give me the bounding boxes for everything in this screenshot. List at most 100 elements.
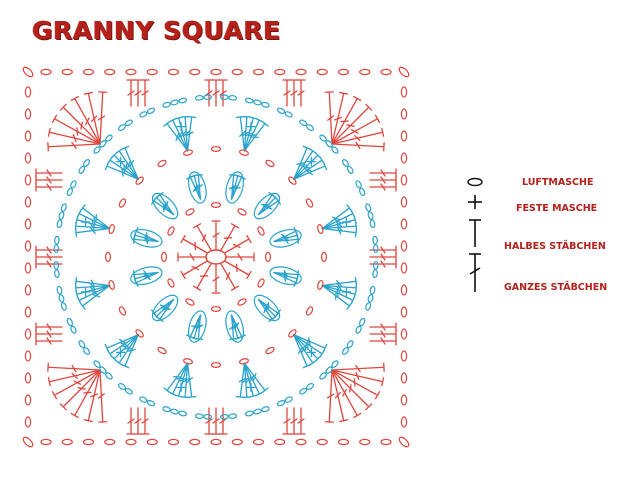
chain-stitch — [288, 176, 297, 185]
chain-stitch — [170, 99, 179, 106]
chain-stitch — [40, 68, 52, 76]
chain-stitch — [53, 244, 60, 254]
chain-stitch — [24, 152, 32, 164]
chain-stitch — [56, 285, 63, 295]
petal — [151, 192, 179, 220]
chain-stitch — [400, 394, 408, 406]
chain-stitch — [178, 97, 188, 104]
magic-ring — [205, 249, 227, 265]
chain-stitch — [167, 438, 180, 446]
chain-stitch — [210, 68, 222, 76]
legend-label-double: GANZES STÄBCHEN — [504, 282, 608, 293]
chain-stitch — [237, 298, 247, 306]
chain-stitch — [189, 68, 201, 76]
chain-stitch — [257, 226, 265, 236]
chain-stitch — [372, 260, 379, 270]
chain-stitch — [189, 438, 201, 446]
chain-stitch — [359, 317, 366, 327]
chain-stitch — [238, 149, 249, 156]
single-crochet-icon — [468, 195, 482, 209]
chain-stitch — [99, 366, 107, 374]
chain-stitch — [261, 406, 270, 413]
chain-stitch — [146, 68, 158, 76]
chain-stitch — [118, 198, 127, 208]
chain-stitch — [83, 347, 91, 355]
chain-stitch — [24, 196, 32, 208]
chain-stitch — [400, 262, 408, 274]
petal — [130, 228, 163, 248]
chain-stitch — [400, 174, 408, 186]
chain-stitch — [118, 382, 126, 390]
chain-stitch — [24, 394, 32, 406]
petal — [187, 171, 207, 204]
chain-stitch — [178, 410, 188, 417]
chain-stitch — [398, 436, 410, 448]
chain-stitch — [400, 130, 408, 142]
chain-stitch — [210, 361, 222, 368]
chain-stitch — [24, 262, 32, 274]
chain-stitch — [83, 159, 91, 167]
chain-stitch — [238, 358, 249, 365]
chain-stitch — [66, 187, 73, 197]
chain-stitch — [203, 413, 213, 420]
petal — [225, 310, 245, 343]
chain-stitch — [257, 278, 265, 288]
chain-stitch — [162, 406, 171, 413]
chain-stitch — [185, 208, 195, 216]
chain-stitch — [369, 219, 376, 229]
chain-stitch — [400, 108, 408, 120]
petal — [151, 294, 179, 322]
chain-stitch — [24, 284, 32, 296]
chain-stitch — [210, 145, 222, 152]
chain-stitch — [400, 218, 408, 230]
chain-stitch — [124, 119, 133, 127]
double-crochet-icon — [469, 253, 481, 292]
chain-stitch — [316, 68, 328, 76]
chain-stitch — [24, 350, 32, 362]
chain-stitch — [104, 68, 116, 76]
chain-stitch — [253, 99, 262, 106]
chain-stitch — [367, 211, 374, 220]
chain-stitch — [337, 68, 350, 76]
chain-stitch — [105, 251, 112, 263]
chain-stitch — [58, 294, 65, 303]
petal — [225, 171, 245, 204]
chain-stitch — [359, 68, 371, 76]
chain-stitch — [331, 146, 339, 154]
chain-stitch — [185, 298, 195, 306]
chain-stitch — [125, 438, 137, 446]
chain-stitch — [24, 328, 32, 340]
chain-stitch — [331, 360, 339, 368]
chain-stitch — [295, 438, 307, 446]
chain-stitch — [325, 366, 333, 374]
chain-stitch — [161, 251, 168, 263]
chain-stitch — [400, 306, 408, 318]
chain-stitch — [325, 140, 333, 148]
chain-stitch — [337, 438, 350, 446]
legend-label-half-double: HALBES STÄBCHEN — [504, 241, 606, 252]
chain-stitch — [276, 107, 286, 114]
chain-stitch — [237, 208, 247, 216]
chain-stitch — [183, 149, 194, 156]
chain-stitch — [135, 329, 144, 338]
petal — [253, 294, 281, 322]
chain-stitch — [194, 95, 204, 101]
chain-stitch — [157, 346, 167, 355]
chain-stitch — [108, 279, 115, 290]
chain-stitch — [252, 68, 265, 76]
chain-stitch — [99, 140, 107, 148]
chain-stitch — [60, 302, 67, 311]
chain-stitch — [167, 278, 175, 288]
chain-stitch — [157, 159, 167, 168]
chain-stitch — [380, 68, 392, 76]
chain-stitch — [365, 203, 372, 212]
chain-stitch — [82, 438, 95, 446]
chain-stitch — [319, 372, 327, 380]
chain-stitch — [400, 86, 408, 98]
legend-label-chain: LUFTMASCHE — [522, 177, 594, 188]
chain-stitch — [341, 159, 349, 167]
half-double-crochet-icon — [469, 219, 481, 247]
chain-stitch — [346, 340, 354, 349]
outer-square-round — [22, 66, 410, 448]
chain-stitch — [359, 187, 366, 197]
